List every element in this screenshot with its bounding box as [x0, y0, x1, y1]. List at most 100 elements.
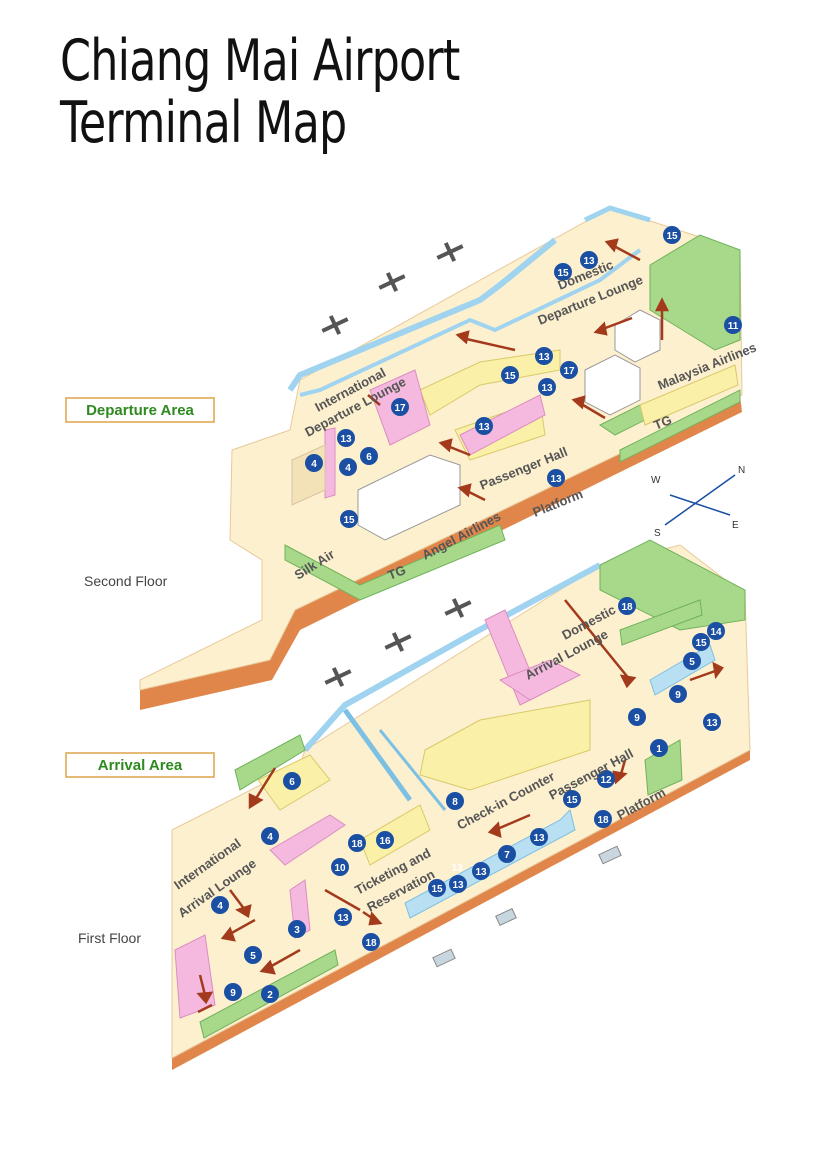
second-floor — [139, 205, 743, 710]
svg-text:15: 15 — [557, 279, 569, 290]
svg-text:13: 13 — [451, 863, 463, 874]
airplane-icon — [444, 598, 472, 618]
green-block-east — [649, 234, 741, 351]
pink-block-dom-arrival-2 — [498, 659, 582, 701]
facility-marker[interactable]: 9 — [224, 983, 242, 1001]
svg-text:15: 15 — [557, 268, 569, 279]
second-floor-slab — [139, 207, 743, 691]
first-floor-diag-wall-2 — [378, 729, 447, 811]
facility-marker[interactable]: 4 — [261, 827, 279, 845]
svg-text:15: 15 — [666, 231, 678, 242]
facility-marker[interactable]: 13 — [580, 251, 598, 269]
facility-marker[interactable]: 16 — [376, 831, 394, 849]
facility-marker[interactable]: 15 — [428, 879, 446, 897]
facility-marker[interactable]: 7 — [498, 845, 516, 863]
green-wall-ne — [619, 599, 703, 646]
svg-text:6: 6 — [289, 777, 295, 788]
page-title: Chiang Mai Airport Terminal Map — [60, 28, 460, 156]
svg-text:13: 13 — [706, 718, 718, 729]
facility-marker[interactable]: 13 — [538, 378, 556, 396]
facility-marker[interactable]: 11 — [724, 316, 742, 334]
compass-s: S — [654, 528, 661, 539]
facility-marker[interactable]: 17 — [391, 398, 409, 416]
aircraft-icons-second — [321, 242, 464, 335]
green-strip-south — [284, 524, 506, 601]
svg-text:9: 9 — [634, 713, 640, 724]
svg-text:13: 13 — [533, 833, 545, 844]
svg-text:18: 18 — [621, 602, 633, 613]
facility-marker[interactable]: 17 — [560, 361, 578, 379]
svg-text:4: 4 — [267, 832, 273, 843]
facility-marker[interactable]: 2 — [261, 985, 279, 1003]
pink-block-intl-arrival — [269, 814, 346, 866]
label-tg-west: TG — [386, 562, 408, 583]
facility-marker[interactable]: 13 — [451, 863, 463, 874]
facility-marker[interactable]: 18 — [348, 834, 366, 852]
compass: N W E S — [651, 465, 745, 539]
central-building — [357, 454, 461, 541]
facility-marker[interactable]: 5 — [244, 946, 262, 964]
facility-marker[interactable]: 13 — [703, 713, 721, 731]
svg-text:2: 2 — [267, 990, 273, 1001]
facility-marker[interactable]: 10 — [331, 858, 349, 876]
svg-text:3: 3 — [294, 925, 300, 936]
svg-text:15: 15 — [566, 795, 578, 806]
second-floor-label: Second Floor — [84, 573, 168, 589]
facility-marker[interactable]: 4 — [339, 458, 357, 476]
facility-marker[interactable]: 18 — [362, 933, 380, 951]
svg-text:9: 9 — [675, 690, 681, 701]
facility-marker[interactable]: 15 — [554, 263, 572, 281]
aircraft-icons-first — [324, 598, 472, 687]
facility-marker[interactable]: 13 — [547, 469, 565, 487]
facility-marker[interactable]: 18 — [594, 810, 612, 828]
route-arrows-first — [196, 599, 724, 1014]
svg-text:13: 13 — [550, 474, 562, 485]
facility-marker[interactable]: 15 — [692, 633, 710, 651]
green-block-ne — [599, 539, 746, 631]
facility-marker[interactable]: 13 — [535, 347, 553, 365]
compass-n: N — [738, 465, 745, 476]
facility-marker[interactable]: 15 — [501, 366, 519, 384]
facility-marker[interactable]: 6 — [283, 772, 301, 790]
facility-marker[interactable]: 3 — [288, 920, 306, 938]
departure-area-box: Departure Area — [65, 397, 215, 423]
facility-marker[interactable]: 15 — [663, 226, 681, 244]
facility-marker[interactable]: 4 — [211, 896, 229, 914]
facility-marker[interactable]: 13 — [475, 417, 493, 435]
svg-text:13: 13 — [340, 434, 352, 445]
facility-marker[interactable]: 13 — [449, 875, 467, 893]
facility-marker[interactable]: 9 — [628, 708, 646, 726]
svg-text:10: 10 — [334, 863, 346, 874]
svg-text:18: 18 — [351, 839, 363, 850]
svg-text:6: 6 — [366, 452, 372, 463]
facility-marker[interactable]: 13 — [334, 908, 352, 926]
facility-marker[interactable]: 13 — [530, 828, 548, 846]
facility-marker[interactable]: 1 — [650, 739, 668, 757]
facility-marker[interactable]: 18 — [618, 597, 636, 615]
svg-text:15: 15 — [695, 638, 707, 649]
facility-marker[interactable]: 12 — [597, 770, 615, 788]
airplane-icon — [384, 632, 412, 652]
facility-marker[interactable]: 9 — [669, 685, 687, 703]
facility-marker[interactable]: 4 — [305, 454, 323, 472]
label-tg-east: TG — [652, 412, 674, 433]
facility-marker[interactable]: 15 — [557, 279, 569, 290]
facility-marker[interactable]: 13 — [337, 429, 355, 447]
bus-icon — [495, 908, 517, 926]
facility-marker[interactable]: 13 — [472, 862, 490, 880]
facility-marker[interactable]: 15 — [340, 510, 358, 528]
car-icon — [432, 948, 456, 968]
arrival-area-box: Arrival Area — [65, 752, 215, 778]
pink-block-hall — [459, 394, 546, 456]
route-arrows-second — [367, 238, 670, 502]
facility-marker[interactable]: 14 — [707, 622, 725, 640]
svg-text:15: 15 — [431, 884, 443, 895]
facility-marker[interactable]: 5 — [683, 652, 701, 670]
svg-text:13: 13 — [583, 256, 595, 267]
svg-text:18: 18 — [597, 815, 609, 826]
yellow-counters-3 — [639, 364, 739, 426]
facility-marker[interactable]: 15 — [563, 790, 581, 808]
facility-marker[interactable]: 6 — [360, 447, 378, 465]
facility-marker[interactable]: 8 — [446, 792, 464, 810]
svg-text:13: 13 — [475, 867, 487, 878]
